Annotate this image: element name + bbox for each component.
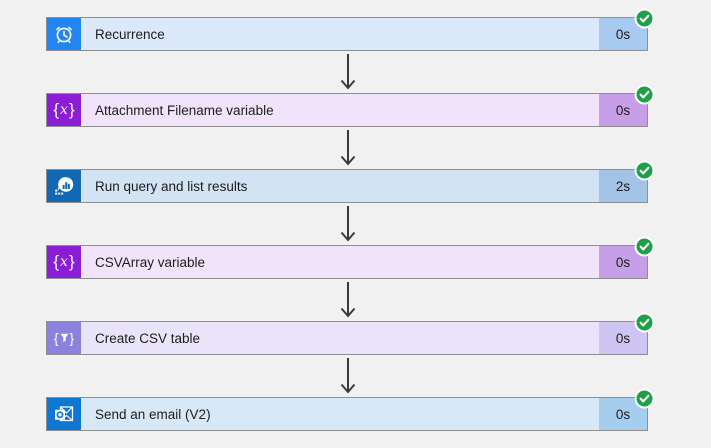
connector-arrow-icon bbox=[340, 206, 356, 244]
data-operation-icon: {} bbox=[53, 330, 75, 346]
step-icon: {x} bbox=[47, 246, 81, 278]
flow-step[interactable]: Run query and list results 2s bbox=[46, 160, 655, 203]
step-duration-badge: 0s bbox=[599, 18, 647, 50]
step-icon bbox=[47, 170, 81, 202]
connector-arrow-icon bbox=[340, 282, 356, 320]
step-label: CSVArray variable bbox=[95, 254, 206, 270]
step-icon: {x} bbox=[47, 94, 81, 126]
variable-icon: {x} bbox=[53, 100, 75, 119]
flow-step[interactable]: Recurrence 0s bbox=[46, 8, 655, 51]
connector-arrow-icon bbox=[340, 358, 356, 396]
step-icon bbox=[47, 398, 81, 430]
step-label: Create CSV table bbox=[95, 330, 201, 346]
variable-icon: {x} bbox=[53, 252, 75, 271]
status-success-icon bbox=[634, 160, 655, 181]
flow-step[interactable]: {x} Attachment Filename variable 0s bbox=[46, 84, 655, 127]
step-label: Recurrence bbox=[95, 26, 165, 42]
azure-monitor-logs-icon bbox=[55, 177, 74, 195]
step-duration-badge: 2s bbox=[599, 170, 647, 202]
step-label: Attachment Filename variable bbox=[95, 102, 274, 118]
step-label: Run query and list results bbox=[95, 178, 248, 194]
status-success-icon bbox=[634, 388, 655, 409]
status-success-icon bbox=[634, 312, 655, 333]
status-success-icon bbox=[634, 8, 655, 29]
connector-arrow-icon bbox=[340, 54, 356, 92]
flow-step[interactable]: Send an email (V2) 0s bbox=[46, 388, 655, 431]
flow-step[interactable]: {} Create CSV table 0s bbox=[46, 312, 655, 355]
outlook-icon bbox=[55, 406, 74, 422]
flow-step[interactable]: {x} CSVArray variable 0s bbox=[46, 236, 655, 279]
step-label: Send an email (V2) bbox=[95, 406, 211, 422]
recurrence-clock-icon bbox=[56, 26, 72, 43]
status-success-icon bbox=[634, 84, 655, 105]
status-success-icon bbox=[634, 236, 655, 257]
step-icon: {} bbox=[47, 322, 81, 354]
step-icon bbox=[47, 18, 81, 50]
connector-arrow-icon bbox=[340, 130, 356, 168]
